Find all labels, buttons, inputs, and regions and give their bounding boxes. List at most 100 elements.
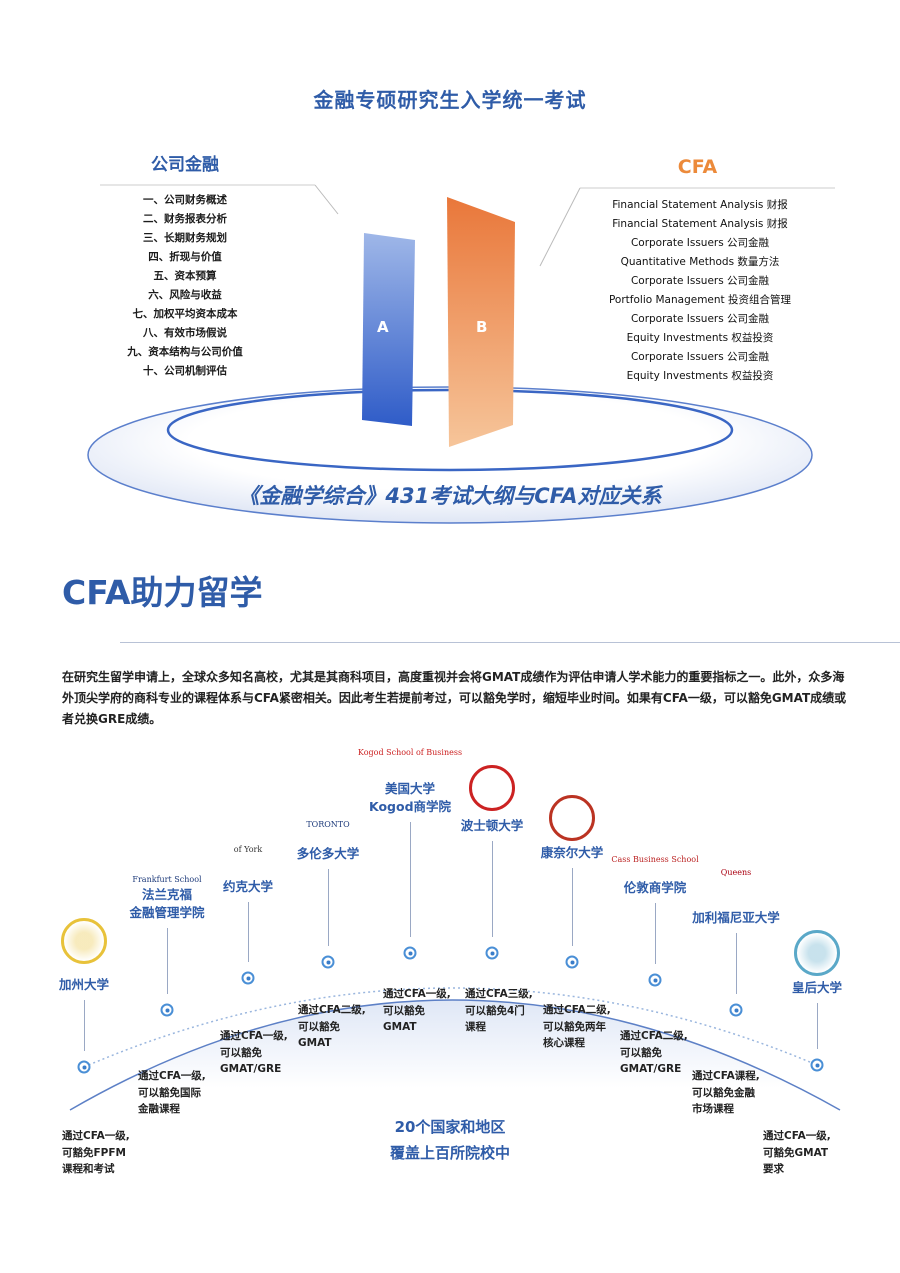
exemption-line: GMAT: [383, 1021, 417, 1033]
exemption-line: 可豁免FPFM: [62, 1146, 126, 1159]
cf-list-item: 三、长期财务规划: [143, 232, 227, 244]
exemption-text: 通过CFA课程,可以豁免金融市场课程: [692, 1068, 760, 1118]
connector-line: [248, 902, 249, 962]
cf-list-item: 七、加权平均资本成本: [132, 308, 238, 320]
cfa-heading: CFA: [677, 156, 718, 178]
university-logo: [61, 918, 107, 964]
exemption-text: 通过CFA二级, 可以豁免 GMAT: [298, 1002, 366, 1052]
exemption-text: 通过CFA二级,可以豁免两年核心课程: [543, 1002, 611, 1052]
timeline-dot: [729, 1003, 743, 1017]
university-logo: [794, 930, 840, 976]
exemption-line: 可以豁免: [620, 1046, 662, 1059]
connector-line: [328, 869, 329, 946]
panel-b-label: B: [476, 318, 488, 336]
exemption-line: 市场课程: [692, 1103, 734, 1115]
exemption-line: 可以豁免国际: [138, 1086, 201, 1099]
exemption-line: 通过CFA一级,: [62, 1130, 130, 1142]
university-name-line: Kogod商学院: [368, 799, 452, 814]
cfa-list-item: Quantitative Methods 数量方法: [620, 256, 780, 268]
exemption-line: 可以豁免: [298, 1020, 340, 1033]
exemption-line: 通过CFA一级,: [383, 988, 451, 1000]
exemption-line: 通过CFA二级,: [543, 1004, 611, 1016]
cfa-list-item: Corporate Issuers 公司金融: [630, 351, 770, 363]
exemption-line: 通过CFA三级,: [465, 988, 533, 1000]
mapping-banner: 《金融学综合》431考试大纲与CFA对应关系: [238, 484, 662, 508]
exemption-line: 课程: [465, 1021, 486, 1033]
timeline-dot: [77, 1060, 91, 1074]
section-divider: [120, 642, 900, 643]
university-name: 法兰克福金融管理学院: [129, 886, 204, 922]
panel-b: [447, 197, 515, 447]
exemption-text: 通过CFA一级, 可以豁免国际金融课程: [138, 1068, 206, 1118]
university-name: 皇后大学: [792, 979, 842, 997]
timeline-dot: [648, 973, 662, 987]
cfa-list-item: Corporate Issuers 公司金融: [630, 275, 770, 287]
cfa-list-item: Corporate Issuers 公司金融: [630, 313, 770, 325]
university-name-line: 皇后大学: [791, 980, 843, 995]
university-logo: [549, 795, 595, 841]
cf-list-item: 八、有效市场假说: [143, 327, 227, 339]
university-name-line: 加利福尼亚大学: [692, 910, 780, 925]
timeline-dot: [565, 955, 579, 969]
university-logo: Queens: [720, 868, 752, 877]
mapping-diagram: [87, 184, 835, 524]
university-name: 美国大学 Kogod商学院: [369, 780, 451, 816]
panel-a-label: A: [377, 318, 389, 336]
university-logo: Kogod School of Business: [357, 748, 463, 757]
university-logo: Frankfurt School: [132, 875, 202, 884]
exemption-line: 通过CFA一级,: [138, 1070, 206, 1082]
university-name-line: 法兰克福: [141, 887, 193, 902]
university-name-line: 约克大学: [222, 879, 274, 894]
connector-line: [167, 928, 168, 994]
university-name: 约克大学: [223, 878, 273, 896]
coverage-line-2: 覆盖上百所院校中: [389, 1144, 510, 1162]
university-name-line: 金融管理学院: [129, 905, 205, 920]
cf-list-item: 四、折现与价值: [148, 251, 222, 263]
university-name: 多伦多大学: [297, 845, 360, 863]
cfa-list-item: Corporate Issuers 公司金融: [630, 237, 770, 249]
university-logo: [469, 765, 515, 811]
exemption-line: GMAT/GRE: [220, 1063, 282, 1075]
timeline-dot: [403, 946, 417, 960]
exemption-line: GMAT/GRE: [620, 1063, 682, 1075]
cf-list-item: 六、风险与收益: [148, 289, 222, 301]
connector-line: [572, 868, 573, 946]
cf-list-item: 一、公司财务概述: [143, 194, 227, 206]
exemption-line: 课程和考试: [62, 1163, 115, 1175]
coverage-text: 20个国家和地区 覆盖上百所院校中: [0, 1114, 900, 1166]
exemption-line: GMAT: [298, 1037, 332, 1049]
university-name: 波士顿大学: [461, 817, 524, 835]
cfa-list-item: Equity Investments 权益投资: [626, 370, 774, 382]
exemption-line: 通过CFA一级,: [220, 1030, 288, 1042]
timeline-dot: [321, 955, 335, 969]
corporate-finance-heading: 公司金融: [151, 155, 219, 175]
cf-list-item: 九、资本结构与公司价值: [127, 346, 243, 358]
timeline-dot: [485, 946, 499, 960]
exemption-line: 通过CFA课程,: [692, 1070, 760, 1082]
exemption-line: 要求: [763, 1163, 784, 1175]
exam-title: 金融专硕研究生入学统一考试: [313, 88, 587, 112]
exemption-text: 通过CFA三级,可以豁免4门课程: [465, 986, 533, 1036]
corporate-finance-list: 一、公司财务概述二、财务报表分析三、长期财务规划四、折现与价值五、资本预算六、风…: [85, 191, 285, 381]
university-name-line: 美国大学: [384, 781, 436, 796]
university-logo: of York: [233, 845, 263, 854]
exemption-text: 通过CFA一级, 可以豁免 GMAT: [383, 986, 451, 1036]
cfa-list-item: Equity Investments 权益投资: [626, 332, 774, 344]
university-name-line: 康奈尔大学: [540, 845, 604, 860]
connector-line: [410, 822, 411, 937]
cf-list-item: 二、财务报表分析: [143, 213, 227, 225]
panel-a: [362, 233, 415, 426]
exemption-line: 可以豁免: [383, 1004, 425, 1017]
connector-line: [492, 841, 493, 937]
exemption-line: 通过CFA二级,: [298, 1004, 366, 1016]
timeline-dot: [810, 1058, 824, 1072]
exemption-line: 可以豁免两年: [543, 1020, 606, 1033]
exemption-text: 通过CFA一级, 可豁免FPFM 课程和考试: [62, 1128, 130, 1178]
exemption-line: 通过CFA一级,: [763, 1130, 831, 1142]
dotted-path: [83, 987, 818, 1068]
university-name: 加州大学: [59, 976, 109, 994]
exemption-line: 金融课程: [138, 1103, 180, 1115]
